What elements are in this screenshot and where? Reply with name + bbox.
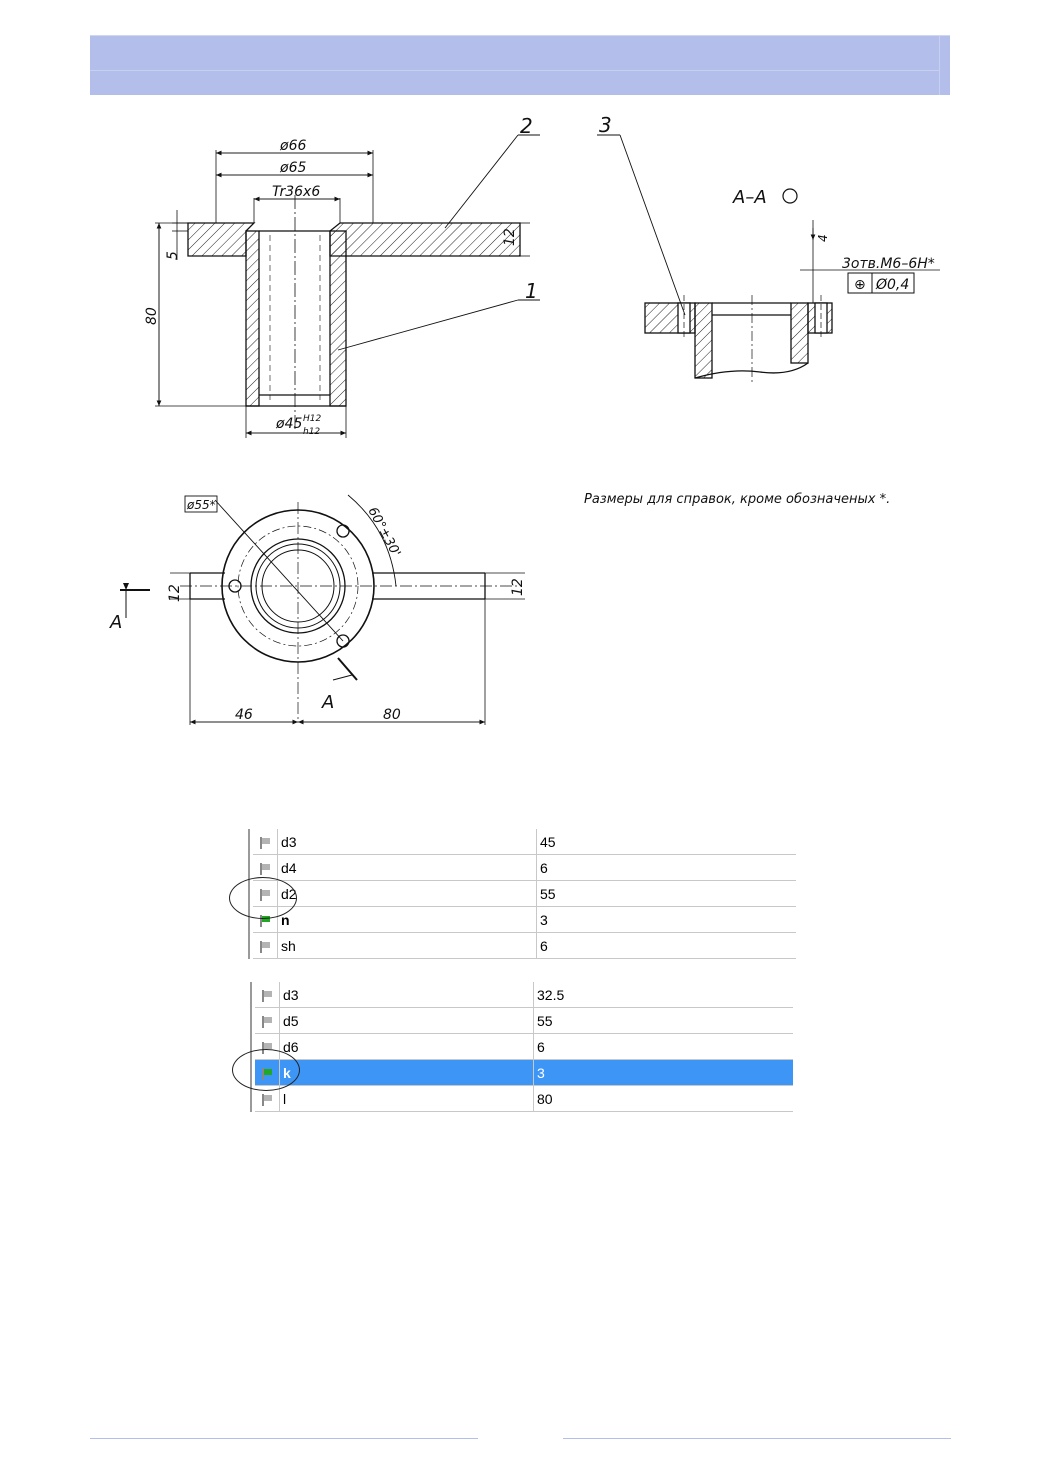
svg-text:H12: H12 (303, 414, 321, 424)
svg-text:Tr36x6: Tr36x6 (272, 184, 320, 200)
parameter-value[interactable]: 6 (536, 932, 796, 959)
parameter-name: d4 (277, 854, 537, 881)
svg-text:12: 12 (167, 584, 183, 602)
svg-text:60°±30': 60°±30' (364, 505, 403, 560)
parameter-value[interactable]: 45 (536, 829, 796, 855)
parameter-name: n (277, 906, 537, 933)
svg-text:ø66: ø66 (279, 138, 306, 154)
flag-cell[interactable] (255, 1007, 280, 1034)
svg-text:3отв.M6–6H*: 3отв.M6–6H* (842, 256, 935, 272)
flag-cell[interactable] (253, 932, 278, 959)
section-aa-labels: 3 A–A 3отв.M6–6H* ⊕ Ø0,4 4 Размеры для с… (584, 113, 935, 507)
svg-text:80: 80 (383, 707, 401, 723)
svg-text:12: 12 (510, 578, 526, 596)
footer-rule-left (90, 1438, 478, 1439)
svg-text:3: 3 (599, 113, 612, 137)
svg-text:⊕: ⊕ (854, 277, 866, 293)
svg-text:80: 80 (144, 307, 160, 325)
parameter-value[interactable]: 80 (533, 1085, 793, 1112)
svg-text:1: 1 (525, 279, 538, 303)
front-section-view (155, 134, 540, 438)
top-view (120, 494, 525, 725)
parameter-name: d6 (279, 1033, 534, 1060)
technical-drawing: ø66 ø65 Tr36x6 2 1 ø45 H12 h12 5 80 12 (109, 113, 940, 725)
svg-text:46: 46 (235, 707, 253, 723)
top-view-labels: ø55* 60°±30' 12 12 A A 46 80 (109, 498, 526, 723)
flag-icon (260, 862, 270, 875)
section-aa-view (597, 134, 940, 385)
highlight-circle-2 (232, 1049, 300, 1091)
svg-text:5: 5 (165, 251, 181, 260)
parameter-value[interactable]: 6 (533, 1033, 793, 1060)
footer-rule-right (563, 1438, 951, 1439)
parameter-value[interactable]: 3 (536, 906, 796, 933)
svg-text:12: 12 (502, 228, 518, 246)
flag-icon (262, 1015, 272, 1028)
flag-icon (262, 1093, 272, 1106)
svg-text:Ø0,4: Ø0,4 (875, 277, 909, 293)
flag-icon (262, 1041, 272, 1054)
highlight-circle-1 (229, 877, 297, 919)
svg-text:4: 4 (816, 234, 830, 242)
parameter-value[interactable]: 55 (536, 880, 796, 907)
svg-text:A–A: A–A (732, 187, 767, 208)
parameter-name: d3 (277, 829, 537, 855)
svg-text:Размеры для справок, кроме обо: Размеры для справок, кроме обозначеных *… (584, 492, 890, 507)
parameter-name: d3 (279, 982, 534, 1008)
parameter-name: d5 (279, 1007, 534, 1034)
page-header-bar (90, 35, 950, 95)
parameter-name: d2 (277, 880, 537, 907)
flag-cell[interactable] (255, 982, 280, 1008)
flag-icon (260, 836, 270, 849)
svg-text:ø55*: ø55* (186, 498, 216, 512)
svg-text:ø45: ø45 (275, 416, 302, 432)
svg-text:A: A (109, 612, 122, 633)
parameter-name: sh (277, 932, 537, 959)
parameter-value[interactable]: 3 (533, 1059, 793, 1086)
flag-cell[interactable] (253, 829, 278, 855)
svg-text:2: 2 (520, 114, 533, 138)
flag-icon (262, 989, 272, 1002)
front-view-labels: ø66 ø65 Tr36x6 2 1 ø45 H12 h12 5 80 12 (144, 114, 538, 437)
parameter-value[interactable]: 55 (533, 1007, 793, 1034)
svg-text:h12: h12 (303, 427, 320, 437)
svg-text:ø65: ø65 (279, 160, 306, 176)
parameter-value[interactable]: 6 (536, 854, 796, 881)
flag-cell[interactable] (253, 854, 278, 881)
parameter-value[interactable]: 32.5 (533, 982, 793, 1008)
svg-text:A: A (321, 692, 334, 713)
flag-icon (260, 940, 270, 953)
parameter-name: k (279, 1059, 534, 1086)
parameter-name: l (279, 1085, 534, 1112)
